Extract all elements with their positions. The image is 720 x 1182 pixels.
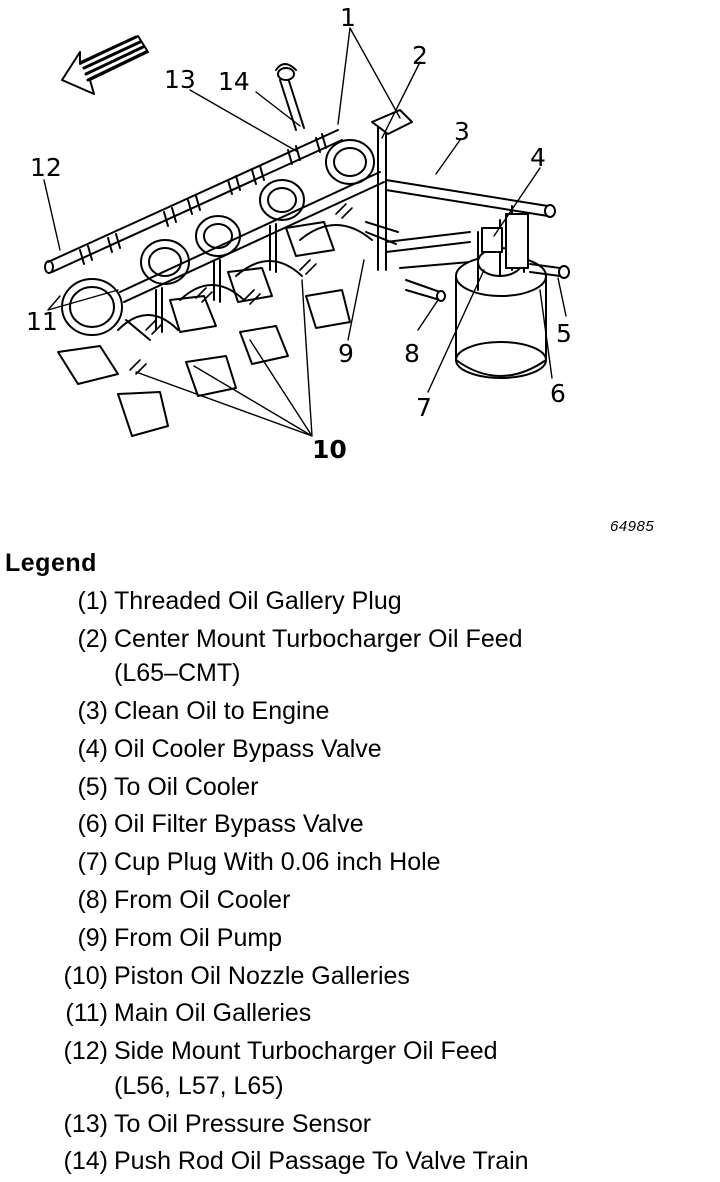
piston-nozzle-galleries — [125, 223, 277, 341]
legend-item-number: (5) — [77, 772, 108, 801]
legend-item-text: Threaded Oil Gallery Plug — [114, 587, 402, 615]
legend-list: (1)Threaded Oil Gallery Plug(2)Center Mo… — [0, 584, 720, 1182]
legend-item: (10)Piston Oil Nozzle Galleries — [0, 959, 720, 994]
callout-4: 4 — [530, 143, 546, 172]
gallery-bands — [79, 133, 327, 265]
front-direction-arrow-icon — [61, 35, 149, 95]
legend-item-number: (4) — [77, 734, 108, 763]
main-gallery-lower — [119, 171, 385, 303]
callout-7: 7 — [416, 393, 432, 422]
main-bearings — [61, 139, 375, 336]
legend-item-text: Side Mount Turbocharger Oil Feed (L56, L… — [114, 1037, 498, 1100]
legend-item: (3)Clean Oil to Engine — [0, 694, 720, 729]
legend-item-text: Push Rod Oil Passage To Valve Train — [114, 1147, 529, 1176]
oil-pump-lines — [365, 221, 471, 302]
main-gallery-upper — [44, 129, 343, 274]
legend-item-number: (1) — [77, 587, 108, 615]
callout-13: 13 — [164, 65, 196, 94]
filter-adapter — [477, 205, 570, 291]
legend-item: (14)Push Rod Oil Passage To Valve Train — [0, 1144, 720, 1179]
legend-item-text: Oil Cooler Bypass Valve — [114, 734, 382, 763]
legend-item-text: Clean Oil to Engine — [114, 697, 330, 726]
legend-item-number: (9) — [77, 923, 108, 952]
push-rod-passage — [275, 63, 305, 131]
callout-6: 6 — [550, 379, 566, 408]
legend-item: (7)Cup Plug With 0.06 inch Hole — [0, 845, 720, 880]
callout-12: 12 — [30, 153, 62, 182]
callout-10: 10 — [312, 435, 347, 464]
callout-14: 14 — [218, 67, 250, 96]
legend-item-number: (2) — [77, 624, 108, 653]
legend-item: (1)Threaded Oil Gallery Plug — [0, 584, 720, 619]
legend-item: (13)To Oil Pressure Sensor — [0, 1107, 720, 1142]
legend-item: (12)Side Mount Turbocharger Oil Feed (L5… — [0, 1034, 720, 1103]
legend-item-text: Cup Plug With 0.06 inch Hole — [114, 848, 441, 877]
legend-item-number: (14) — [63, 1147, 108, 1176]
legend-item-number: (11) — [65, 999, 108, 1028]
callout-2: 2 — [412, 41, 428, 70]
legend-item-text: Center Mount Turbocharger Oil Feed (L65–… — [114, 624, 523, 688]
legend-item-text: From Oil Pump — [114, 923, 283, 952]
turbo-feed-tube — [371, 109, 413, 271]
callout-labels: 1 2 3 4 5 6 7 8 9 10 11 12 13 14 — [26, 3, 572, 464]
legend-item-number: (8) — [77, 886, 108, 915]
bulkheads — [117, 224, 373, 331]
legend-item-number: (12) — [63, 1037, 108, 1066]
callout-3: 3 — [454, 117, 470, 146]
legend-item: (2)Center Mount Turbocharger Oil Feed (L… — [0, 622, 720, 691]
legend-item-text: From Oil Cooler — [114, 886, 291, 915]
legend-item: (11)Main Oil Galleries — [0, 996, 720, 1031]
legend-item-number: (10) — [63, 961, 108, 990]
legend-item-number: (3) — [77, 697, 108, 726]
legend-item-text: Piston Oil Nozzle Galleries — [114, 961, 410, 990]
legend-item-number: (7) — [77, 848, 108, 877]
callout-8: 8 — [404, 339, 420, 368]
legend-item-text: Oil Filter Bypass Valve — [114, 810, 364, 839]
callout-9: 9 — [338, 339, 354, 368]
legend-title: Legend — [5, 549, 97, 577]
legend-item-text: Main Oil Galleries — [114, 999, 312, 1028]
leader-lines — [43, 27, 567, 437]
callout-1: 1 — [340, 3, 356, 32]
callout-11: 11 — [26, 307, 58, 336]
legend-item-number: (13) — [63, 1109, 108, 1138]
legend-item: (8)From Oil Cooler — [0, 883, 720, 918]
nozzle-tips — [129, 203, 353, 375]
legend-item: (4)Oil Cooler Bypass Valve — [0, 732, 720, 767]
clean-oil-tube — [385, 179, 556, 218]
figure-number: 64985 — [610, 518, 655, 535]
legend-item-text: To Oil Pressure Sensor — [114, 1109, 372, 1138]
legend-item: (5)To Oil Cooler — [0, 770, 720, 805]
legend-item: (9)From Oil Pump — [0, 921, 720, 956]
callout-5: 5 — [556, 319, 572, 348]
legend-item: (6)Oil Filter Bypass Valve — [0, 807, 720, 842]
legend-item-text: To Oil Cooler — [114, 772, 259, 801]
oil-flow-diagram: 1 2 3 4 5 6 7 8 9 10 11 12 13 14 — [26, 3, 572, 464]
legend-item-number: (6) — [77, 810, 108, 839]
